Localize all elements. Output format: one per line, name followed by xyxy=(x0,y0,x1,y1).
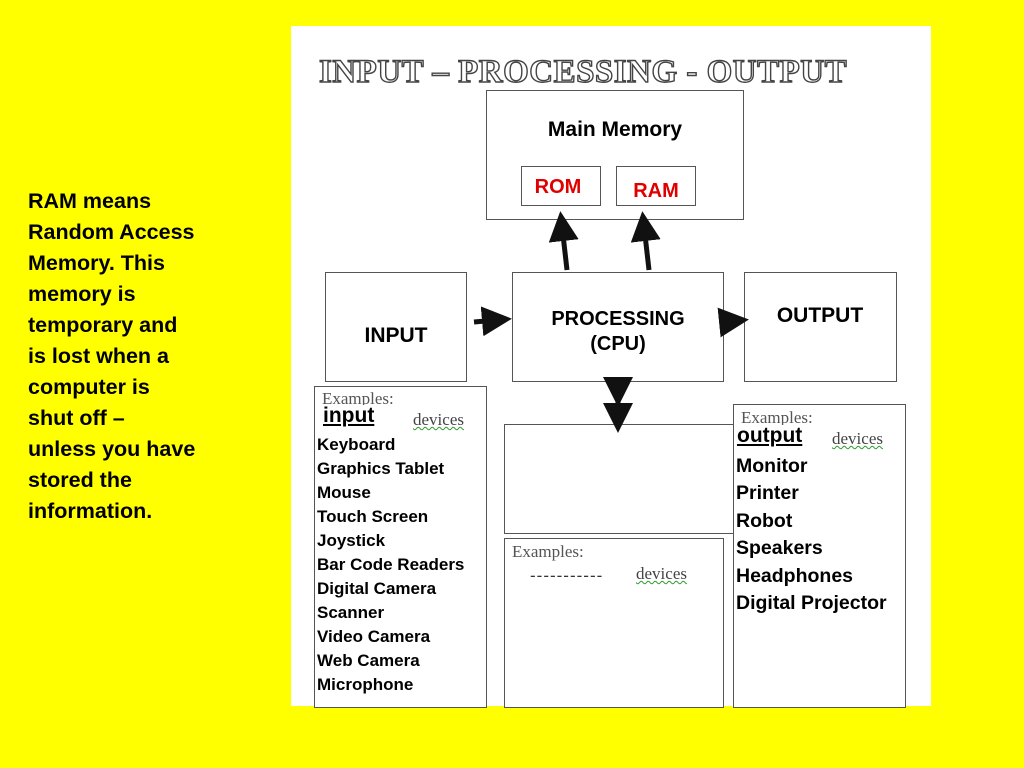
list-item: Web Camera xyxy=(317,651,420,670)
list-item: Video Camera xyxy=(317,627,431,646)
processing-to-ram-arrow xyxy=(630,211,661,271)
list-item: Touch Screen xyxy=(317,507,429,526)
input-examples-header: Examples: xyxy=(322,389,394,408)
rom-box xyxy=(521,166,601,206)
list-item: Microphone xyxy=(317,675,414,694)
processing-to-rom-arrow xyxy=(548,211,579,271)
list-item: Headphones xyxy=(736,564,854,587)
input-category-label: input xyxy=(323,404,375,427)
list-item: Graphics Tablet xyxy=(317,459,445,478)
processing-to-output-arrow xyxy=(717,307,749,338)
processing-label: PROCESSING (CPU) xyxy=(551,308,685,355)
list-item: Speakers xyxy=(736,537,823,560)
processing-box xyxy=(512,272,724,382)
output-examples-box xyxy=(733,404,906,708)
storage-examples-header: Examples: xyxy=(512,542,584,561)
input-to-processing-arrow xyxy=(473,306,512,337)
input-label: INPUT xyxy=(364,324,428,347)
list-item: Keyboard xyxy=(317,435,396,454)
list-item: Printer xyxy=(736,482,799,505)
list-item: Scanner xyxy=(317,603,385,622)
input-device-list: Keyboard Graphics Tablet Mouse Touch Scr… xyxy=(317,433,464,697)
ram-label: RAM xyxy=(633,180,679,202)
list-item: Monitor xyxy=(736,455,808,477)
list-item: Bar Code Readers xyxy=(317,555,465,574)
output-device-list: Monitor Printer Robot Speakers Headphone… xyxy=(736,453,887,617)
diagram-title: INPUT – PROCESSING - OUTPUT xyxy=(318,53,848,90)
list-item: Mouse xyxy=(317,483,371,502)
list-item: Joystick xyxy=(317,531,386,550)
storage-devices-word: devices xyxy=(636,564,687,583)
list-item: Robot xyxy=(736,509,793,532)
output-examples-header: Examples: xyxy=(741,408,813,427)
input-examples-box xyxy=(314,386,487,708)
ram-box xyxy=(616,166,696,206)
input-devices-word: devices xyxy=(413,410,464,429)
storage-examples-box xyxy=(504,538,724,708)
list-item: Digital Projector xyxy=(736,592,887,615)
main-memory-label: Main Memory xyxy=(547,118,683,141)
input-box xyxy=(325,272,467,382)
output-box xyxy=(744,272,897,382)
list-item: Digital Camera xyxy=(317,579,437,598)
output-category-label: output xyxy=(737,424,803,447)
rom-label: ROM xyxy=(534,176,582,198)
output-label: OUTPUT xyxy=(776,304,864,327)
output-devices-word: devices xyxy=(832,429,883,448)
storage-category-dashes: ----------- xyxy=(530,566,604,585)
ram-explanation-text: RAM means Random Access Memory. This mem… xyxy=(28,189,196,523)
